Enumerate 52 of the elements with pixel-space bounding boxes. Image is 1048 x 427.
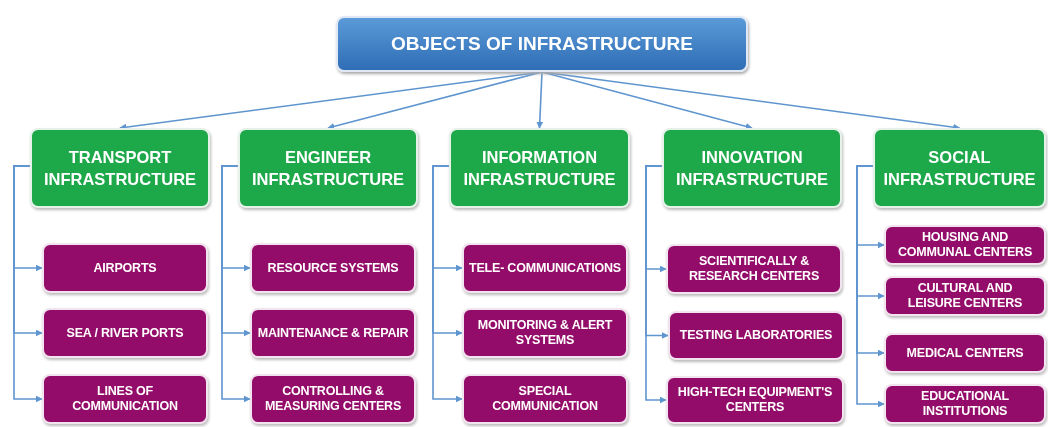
item-box xyxy=(42,308,208,358)
item-box xyxy=(462,243,628,293)
item-box xyxy=(250,374,416,424)
node-label: CONTROLLING & MEASURING CENTERS xyxy=(263,384,403,414)
title-box xyxy=(336,16,748,72)
node-label: SCIENTIFICALLY & RESEARCH CENTERS xyxy=(687,254,821,284)
node-label: INNOVATION INFRASTRUCTURE xyxy=(674,146,830,190)
category-box xyxy=(449,128,630,208)
node-label: CULTURAL AND LEISURE CENTERS xyxy=(906,281,1024,311)
arrow xyxy=(13,165,43,403)
item-box xyxy=(666,376,844,424)
arrow xyxy=(645,165,667,404)
item-box xyxy=(884,276,1046,316)
arrow xyxy=(432,165,463,403)
node-label: SPECIAL COMMUNICATION xyxy=(491,384,599,414)
node-label: SEA / RIVER PORTS xyxy=(66,325,184,341)
node-label: ENGINEER INFRASTRUCTURE xyxy=(250,146,406,190)
node-label: SOCIAL INFRASTRUCTURE xyxy=(882,146,1037,190)
node-label: AIRPORTS xyxy=(93,260,157,276)
item-box xyxy=(666,244,842,294)
node-label: INFORMATION INFRASTRUCTURE xyxy=(462,146,617,190)
node-label: RESOURCE SYSTEMS xyxy=(267,260,399,276)
category-box xyxy=(30,128,210,208)
node-label: TELE- COMMUNICATIONS xyxy=(469,260,621,276)
node-label: EDUCATIONAL INSTITUTIONS xyxy=(920,389,1010,419)
arrow xyxy=(856,165,885,408)
item-box xyxy=(462,374,628,424)
arrow xyxy=(221,165,251,403)
item-box xyxy=(884,384,1046,424)
node-label: LINES OF COMMUNICATION xyxy=(71,384,179,414)
item-box xyxy=(250,243,416,293)
item-box xyxy=(668,311,844,360)
category-box xyxy=(662,128,842,208)
arrow xyxy=(536,71,544,129)
node-label: MONITORING & ALERT SYSTEMS xyxy=(476,318,614,348)
node-label: TESTING LABORATORIES xyxy=(679,328,833,343)
arrow xyxy=(327,71,543,130)
item-box xyxy=(250,308,416,358)
node-label: MAINTENANCE & REPAIR xyxy=(257,325,409,341)
item-box xyxy=(42,374,208,424)
item-box xyxy=(462,308,628,358)
item-box xyxy=(884,225,1046,265)
node-label: HOUSING AND COMMUNAL CENTERS xyxy=(896,230,1034,260)
node-label: TRANSPORT INFRASTRUCTURE xyxy=(42,146,198,190)
node-label: MEDICAL CENTERS xyxy=(906,345,1024,361)
item-box xyxy=(884,333,1046,373)
item-box xyxy=(42,243,208,293)
node-label: OBJECTS OF INFRASTRUCTURE xyxy=(391,33,693,55)
node-label: HIGH-TECH EQUIPMENT'S CENTERS xyxy=(676,385,834,415)
category-box xyxy=(873,128,1046,208)
category-box xyxy=(238,128,418,208)
arrow xyxy=(541,71,961,131)
